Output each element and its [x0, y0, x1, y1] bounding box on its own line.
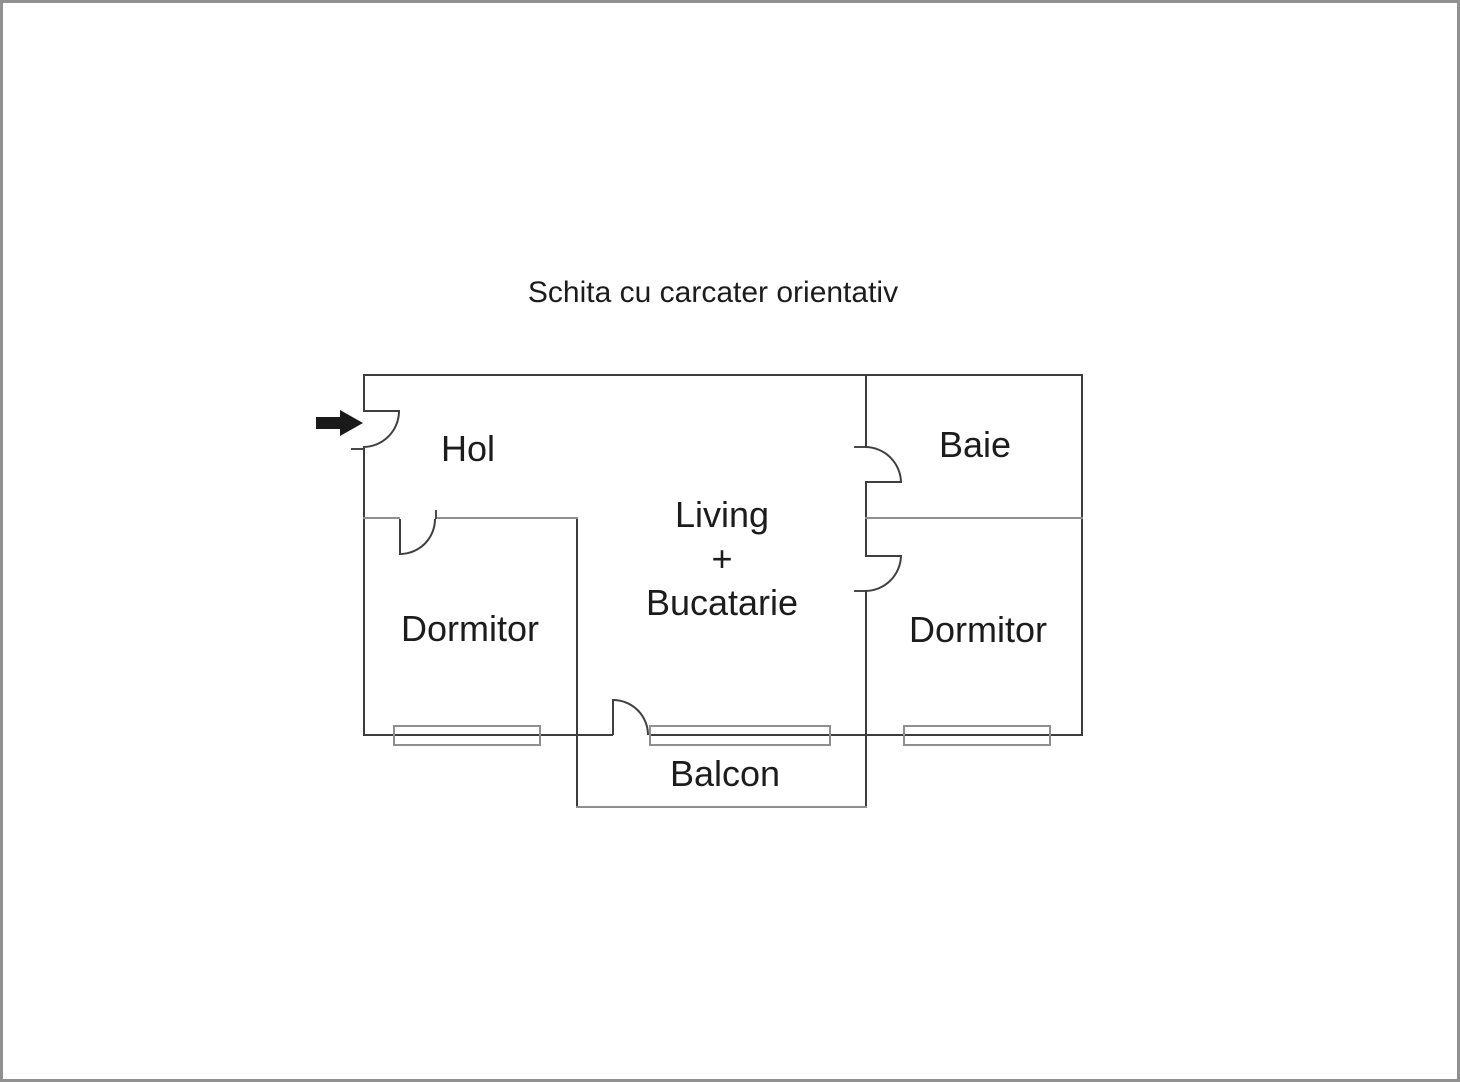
door-arc-dormitor-left [400, 519, 436, 555]
entrance-arrow-icon [316, 410, 363, 436]
wall-right [1081, 374, 1083, 736]
room-label-living-bucatarie: Living + Bucatarie [646, 493, 798, 625]
page-title: Schita cu carcater orientativ [527, 276, 899, 309]
window-dormitor-right [903, 725, 1051, 746]
living-label-line-2: + [711, 538, 733, 579]
room-label-dormitor-left: Dormitor [400, 608, 540, 649]
wall-left-lower [363, 448, 365, 736]
door-arc-balcon [613, 699, 649, 735]
wall-divider-west [576, 517, 578, 808]
partition-hol-east [436, 517, 578, 519]
wall-divider-east-lower [865, 591, 867, 808]
wall-left-upper [363, 374, 365, 412]
door-arc-entrance [363, 411, 400, 448]
window-living [649, 725, 831, 746]
partition-baie-bottom [865, 517, 1083, 519]
wall-divider-east-upper [865, 374, 867, 447]
living-label-line-1: Living [674, 494, 770, 535]
jamb-entrance [351, 448, 363, 450]
wall-balcon-bottom [576, 806, 867, 808]
room-label-baie: Baie [938, 424, 1012, 465]
room-label-balcon: Balcon [669, 753, 781, 794]
wall-divider-east-middle [865, 483, 867, 555]
jamb-hol-door [435, 510, 437, 519]
room-label-dormitor-right: Dormitor [908, 609, 1048, 650]
room-label-hol: Hol [440, 428, 496, 469]
door-arc-dormitor-right [865, 555, 902, 592]
jamb-baie-door [854, 446, 866, 448]
jamb-dormitor-door [854, 590, 866, 592]
partition-hol-west [363, 517, 400, 519]
wall-bottom-west [363, 734, 613, 736]
door-arc-baie [865, 446, 902, 483]
living-label-line-3: Bucatarie [645, 582, 799, 623]
wall-top [363, 374, 1083, 376]
window-dormitor-left [393, 725, 541, 746]
